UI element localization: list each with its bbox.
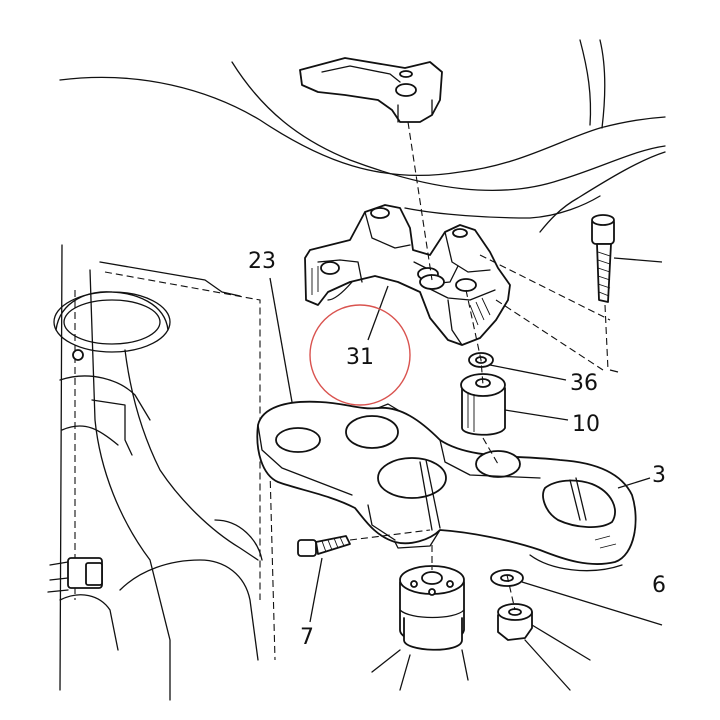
top-yoke-23 — [256, 400, 637, 572]
callout-7: 7 — [300, 625, 314, 650]
bushing-10 — [460, 373, 506, 436]
frame-outline — [59, 39, 666, 233]
bolt — [591, 214, 663, 303]
callout-31: 31 — [346, 345, 374, 370]
washer-nut — [490, 569, 663, 691]
highlight-circle — [309, 304, 411, 406]
steering-nut — [371, 545, 469, 691]
top-bracket — [299, 57, 443, 123]
callout-23: 23 — [248, 249, 276, 274]
callout-10: 10 — [572, 412, 600, 437]
handlebar-riser-31 — [304, 204, 511, 346]
callout-36: 36 — [570, 371, 598, 396]
fork-tube — [47, 244, 276, 701]
callout-labels: 23 31 36 10 7 3 6 — [248, 249, 666, 650]
assembly-axes — [407, 121, 611, 611]
bolt-7 — [297, 529, 431, 557]
leader-lines — [269, 277, 651, 623]
callout-3: 3 — [652, 463, 666, 488]
callout-6: 6 — [652, 573, 666, 598]
